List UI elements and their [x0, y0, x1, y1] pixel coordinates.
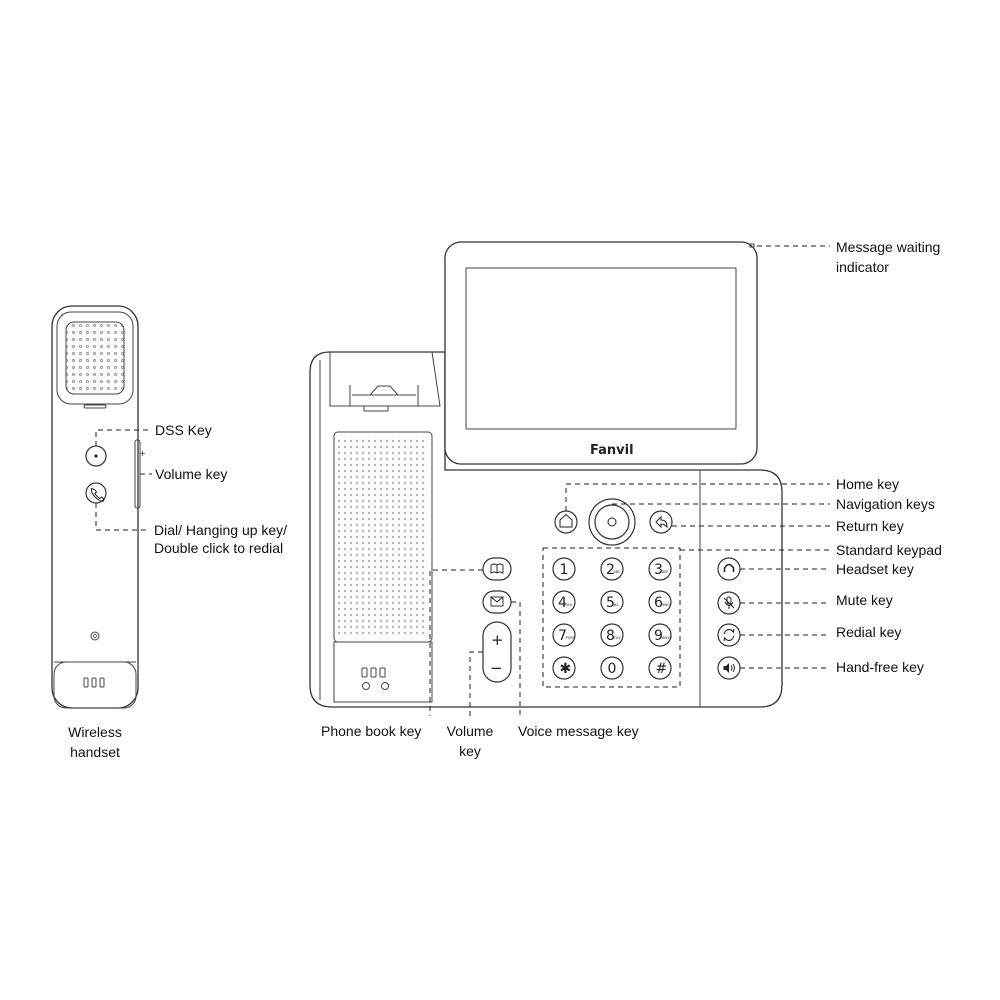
navigation-keys[interactable]	[588, 498, 636, 546]
home-key-label: Home key	[836, 476, 900, 492]
speaker-icon	[723, 663, 735, 673]
cradle-contacts	[361, 667, 389, 690]
volume-key[interactable]: + −	[482, 621, 512, 683]
keypad-letters: TUV	[613, 636, 622, 640]
desk-phone: Fanvil	[309, 241, 783, 708]
standard-keypad-label: Standard keypad	[836, 542, 942, 558]
home-key[interactable]	[554, 510, 578, 534]
phonebook-key[interactable]	[482, 557, 512, 581]
volume-key-label-line1: Volume	[446, 723, 494, 739]
keypad-letters: PQRS	[566, 636, 576, 640]
mute-icon	[723, 596, 735, 609]
envelope-icon	[490, 596, 504, 607]
voice-message-key[interactable]	[482, 590, 512, 614]
wireless-handset: +	[51, 305, 146, 709]
keypad-key[interactable]: 1	[552, 557, 576, 581]
mute-key[interactable]	[717, 591, 741, 615]
redial-key-label: Redial key	[836, 624, 902, 640]
keypad-key[interactable]: 0	[600, 656, 624, 680]
phone-icon	[90, 487, 105, 502]
return-key-label: Return key	[836, 518, 904, 534]
keypad-letters: ABC	[614, 570, 622, 574]
handset-volume-key-label: Volume key	[155, 466, 228, 482]
keypad-digit: 7	[558, 628, 567, 644]
mute-key-label: Mute key	[836, 592, 893, 608]
phone-book-key-label: Phone book key	[321, 723, 422, 739]
handset-dial-key[interactable]	[85, 482, 107, 504]
handset-microphone-icon	[90, 631, 100, 641]
handset-charging-contacts	[83, 677, 105, 688]
message-waiting-label-line1: Message waiting	[836, 239, 941, 255]
keypad-digit: 2	[606, 562, 615, 578]
keypad-digit: 6	[654, 595, 663, 611]
wireless-handset-caption-line1: Wireless	[68, 724, 122, 740]
keypad-digit: #	[656, 661, 668, 677]
brand-logo: Fanvil	[590, 443, 634, 458]
dss-key-label: DSS Key	[155, 422, 212, 438]
keypad-digit: 8	[606, 628, 615, 644]
message-waiting-label-line2: indicator	[836, 259, 889, 275]
keypad-digit: ✱	[560, 661, 572, 677]
headset-key-label: Headset key	[836, 561, 914, 577]
keypad-key[interactable]: #	[648, 656, 672, 680]
phonebook-icon	[490, 563, 504, 574]
keypad-letters: DEF	[662, 570, 669, 574]
keypad-digit: 5	[606, 595, 615, 611]
keypad-letters: JKL	[613, 603, 619, 607]
volume-minus: −	[490, 659, 503, 677]
keypad-letters: WXYZ	[662, 636, 673, 640]
keypad-key[interactable]: ✱	[552, 656, 576, 680]
dial-key-label-line2: Double click to redial	[154, 540, 284, 556]
keypad-digit: 4	[558, 595, 567, 611]
voice-message-key-label: Voice message key	[518, 723, 639, 739]
dial-key-label-line1: Dial/ Hanging up key/	[154, 522, 288, 538]
keypad-digit: 0	[608, 661, 617, 677]
handset-side-plus: +	[139, 449, 146, 458]
navigation-keys-label: Navigation keys	[836, 496, 935, 512]
keypad-digit: 3	[654, 562, 663, 578]
handset-dss-key[interactable]	[85, 445, 107, 467]
redial-icon	[723, 628, 735, 642]
wireless-handset-caption-line2: handset	[70, 744, 120, 760]
redial-key[interactable]	[717, 623, 741, 647]
headset-key[interactable]	[717, 557, 741, 581]
handfree-key[interactable]	[717, 656, 741, 680]
standard-keypad-area	[542, 547, 681, 688]
keypad-digit: 1	[560, 562, 569, 578]
handfree-key-label: Hand-free key	[836, 659, 924, 675]
headset-icon	[723, 563, 735, 572]
return-key[interactable]	[649, 510, 673, 534]
keypad-letters: MNO	[662, 603, 671, 607]
volume-key-label-line2: key	[459, 743, 481, 759]
keypad-letters: GHI	[566, 603, 572, 607]
home-icon	[559, 513, 573, 528]
keypad-digit: 9	[654, 628, 663, 644]
return-icon	[655, 515, 668, 529]
volume-plus: +	[491, 631, 504, 649]
